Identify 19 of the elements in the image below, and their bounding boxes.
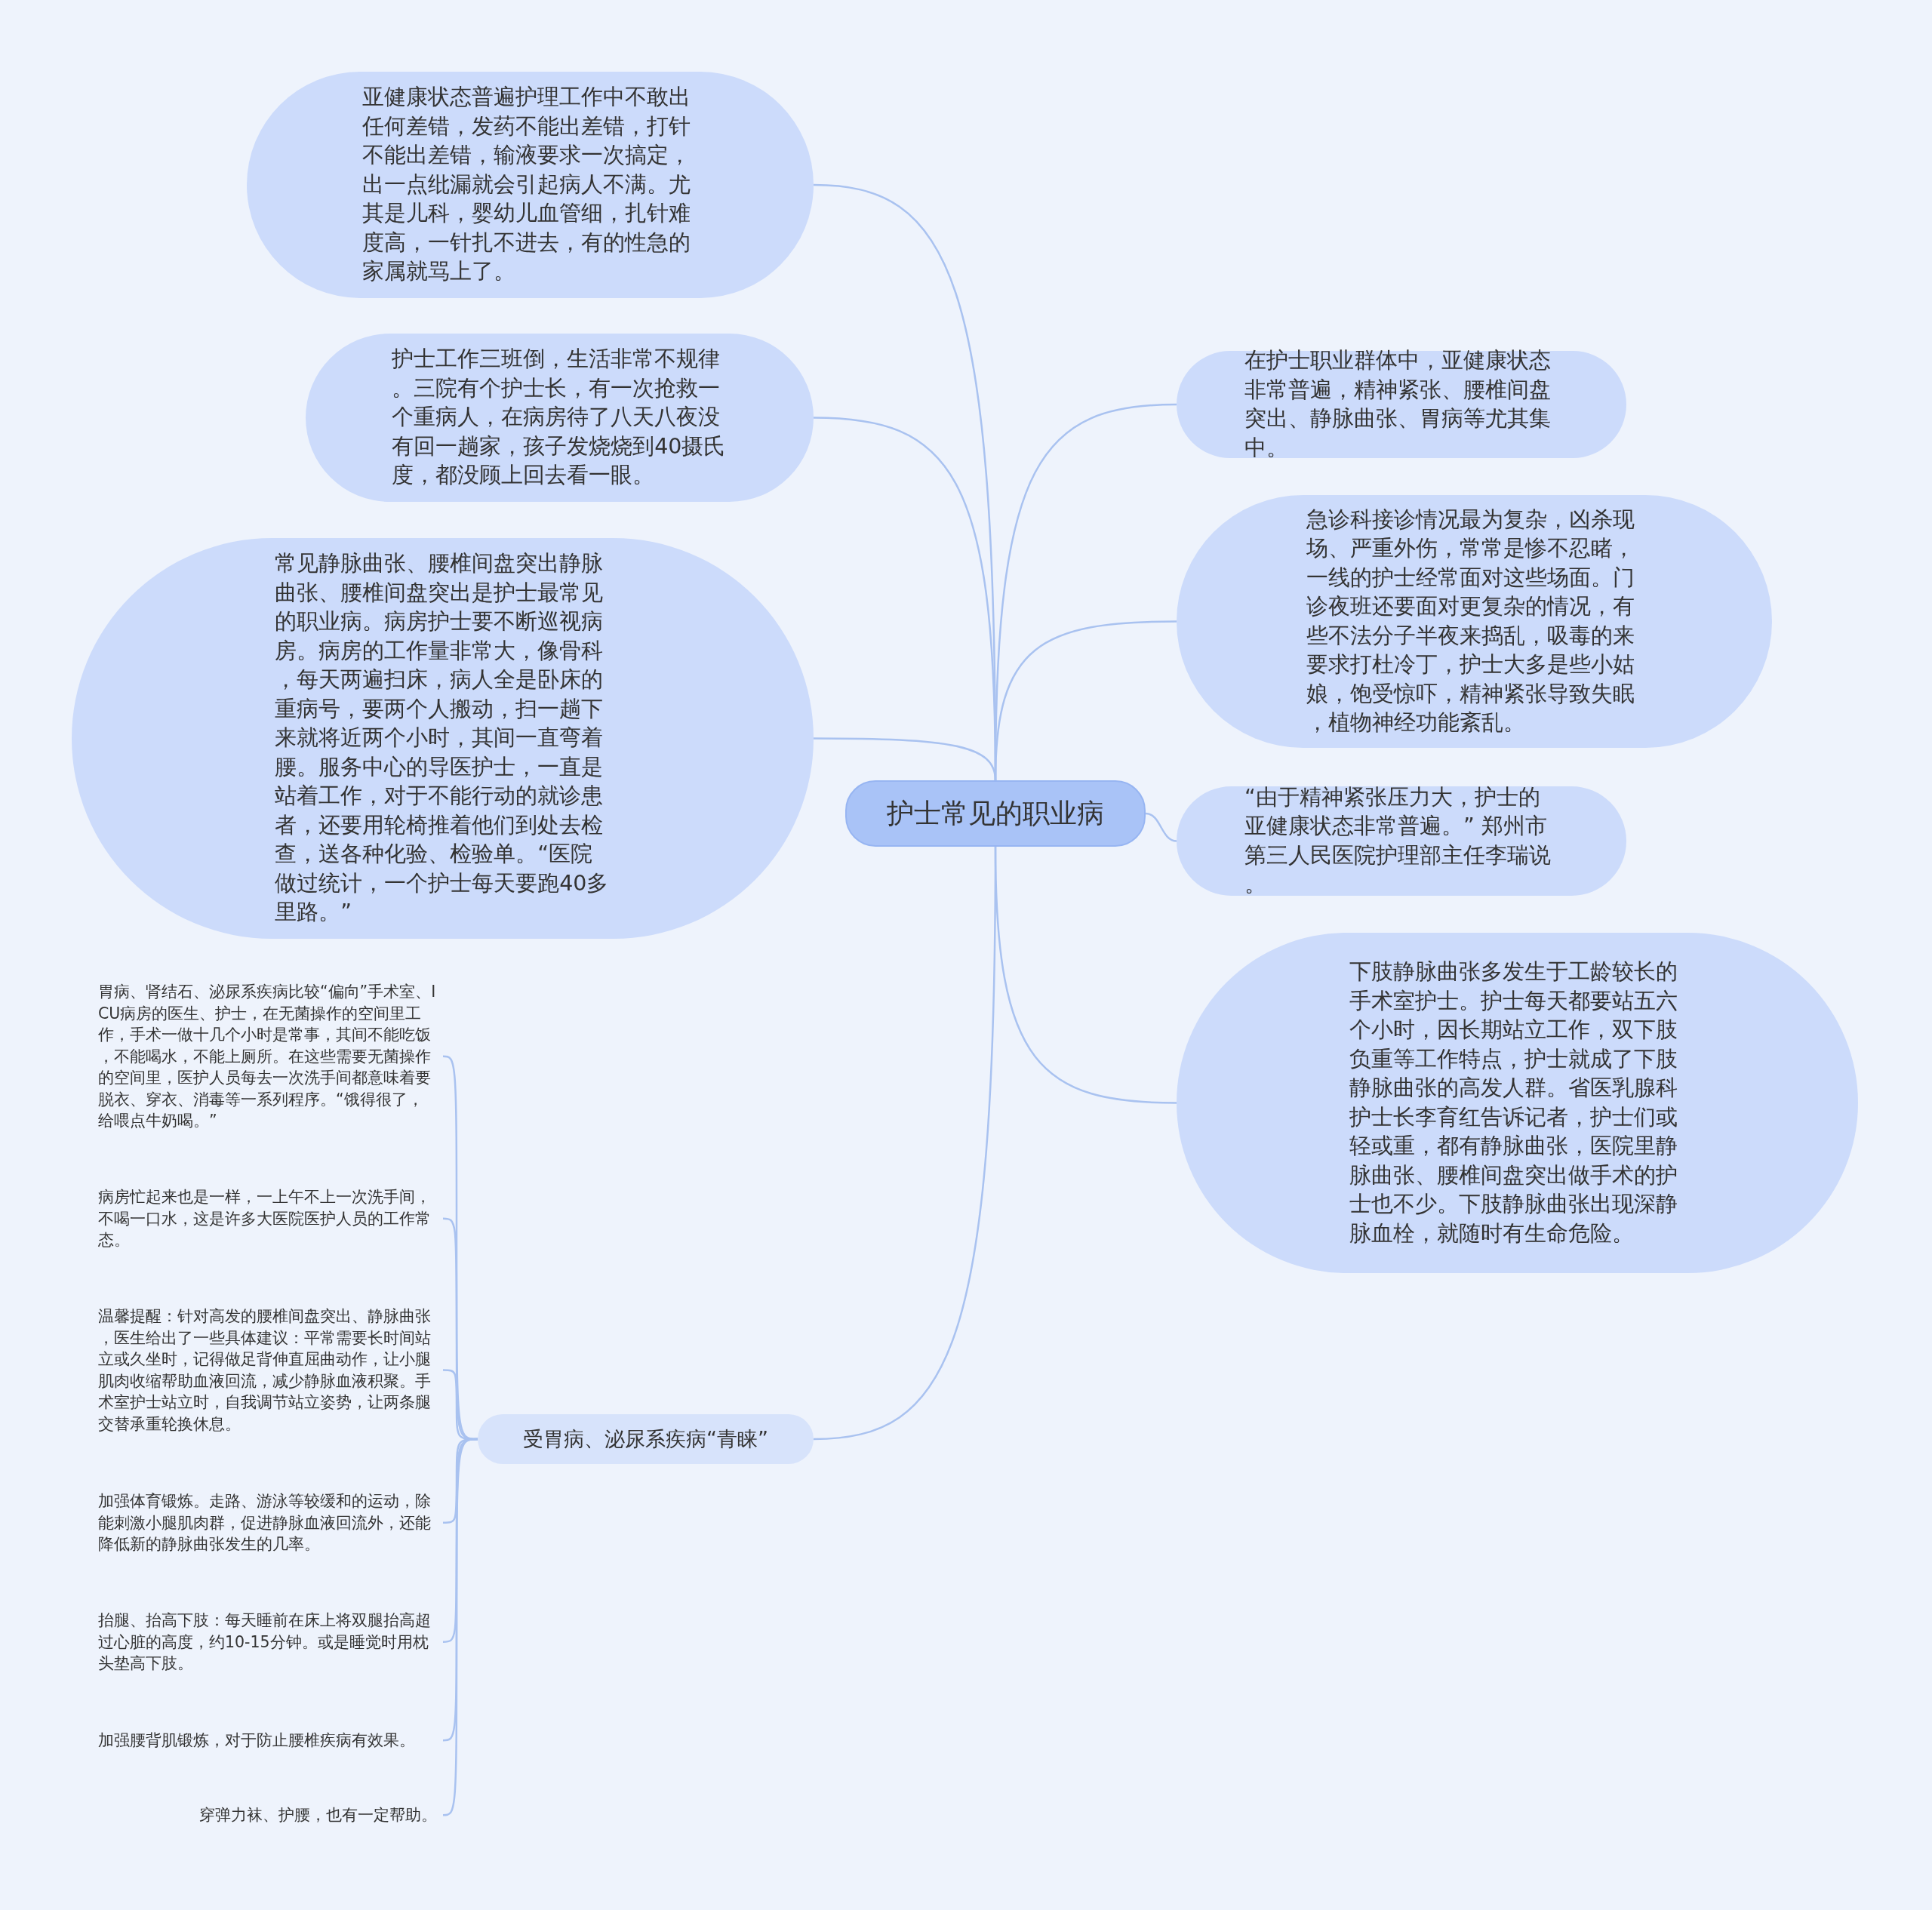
note-text: 温馨提醒：针对高发的腰椎间盘突出、静脉曲张，医生给出了一些具体建议：平常需要长时间站立或久坐时，记得做足背伸直屈曲动作，让小腿肌肉收缩帮助血液回流，减少静脉血液积聚。手术室护士站立时，自我调节站立姿势，让两条腿交替承重轮换休息。 [98, 1306, 437, 1435]
note-text: 加强腰背肌锻炼，对于防止腰椎疾病有效果。 [98, 1730, 437, 1752]
topic-text: 下肢静脉曲张多发生于工龄较长的手术室护士。护士每天都要站五六个小时，因长期站立工作，双下肢负重等工作特点，护士就成了下肢静脉曲张的高发人群。省医乳腺科护士长李育红告诉记者，护士们或轻或重，都有静脉曲张，医院里静脉曲张、腰椎间盘突出做手术的护士也不少。下肢静脉曲张出现深静脉血栓，就随时有生命危险。 [1349, 958, 1679, 1247]
note-text: 抬腿、抬高下肢：每天睡前在床上将双腿抬高超过心脏的高度，约10-15分钟。或是睡觉时用枕头垫高下肢。 [98, 1610, 437, 1675]
topic-text: 护士工作三班倒，生活非常不规律。三院有个护士长，有一次抢救一个重病人，在病房待了八天八夜没有回一趟家，孩子发烧烧到40摄氏度，都没顾上回去看一眼。 [392, 346, 727, 490]
topic-text: 亚健康状态普遍护理工作中不敢出任何差错，发药不能出差错，打针不能出差错，输液要求一次搞定，出一点纰漏就会引起病人不满。尤其是儿科，婴幼儿血管细，扎针难度高，一针扎不进去，有的性急的家属就骂上了。 [362, 84, 692, 286]
note-text: 病房忙起来也是一样，一上午不上一次洗手间，不喝一口水，这是许多大医院医护人员的工作常态。 [98, 1186, 437, 1251]
topic-text: 急诊科接诊情况最为复杂，凶杀现场、严重外伤，常常是惨不忍睹，一线的护士经常面对这些场面。门诊夜班还要面对更复杂的情况，有些不法分子半夜来捣乱，吸毒的来要求打杜冷丁，护士大多是些小姑娘，饱受惊吓，精神紧张导致失眠，植物神经功能紊乱。 [1306, 506, 1636, 737]
topic-text: 护士常见的职业病 [887, 797, 1104, 830]
note-text: 穿弹力袜、护腰，也有一定帮助。 [98, 1804, 437, 1826]
connector-line [813, 847, 997, 1441]
topic-text: 在护士职业群体中，亚健康状态非常普遍，精神紧张、腰椎间盘突出、静脉曲张、胃病等尤其集中。 [1244, 347, 1552, 462]
connector-line [1145, 812, 1177, 842]
connector-line [994, 620, 1177, 781]
topic-text: “由于精神紧张压力大，护士的亚健康状态非常普遍。” 郑州市第三人民医院护理部主任李瑞说。 [1244, 783, 1552, 898]
note-text: 胃病、肾结石、泌尿系疾病比较“偏向”手术室、ICU病房的医生、护士，在无菌操作的空间里工作，手术一做十几个小时是常事，其间不能吃饭，不能喝水，不能上厕所。在这些需要无菌操作的空间里，医护人员每去一次洗手间都意味着要脱衣、穿衣、消毒等一系列程序。“饿得很了，给喂点牛奶喝。” [98, 981, 437, 1132]
topic-text: 常见静脉曲张、腰椎间盘突出静脉曲张、腰椎间盘突出是护士最常见的职业病。病房护士要不断巡视病房。病房的工作量非常大，像骨科，每天两遍扫床，病人全是卧床的重病号，要两个人搬动，扫一趟下来就将近两个小时，其间一直弯着腰。服务中心的导医护士，一直是站着工作，对于不能行动的就诊患者，还要用轮椅推着他们到处去检查，送各种化验、检验单。“医院做过统计，一个护士每天要跑40多里路。” [275, 550, 610, 927]
topic-text: 受胃病、泌尿系疾病“青睐” [523, 1426, 768, 1452]
note-text: 加强体育锻炼。走路、游泳等较缓和的运动，除能刺激小腿肌肉群，促进静脉血液回流外，还能降低新的静脉曲张发生的几率。 [98, 1490, 437, 1555]
